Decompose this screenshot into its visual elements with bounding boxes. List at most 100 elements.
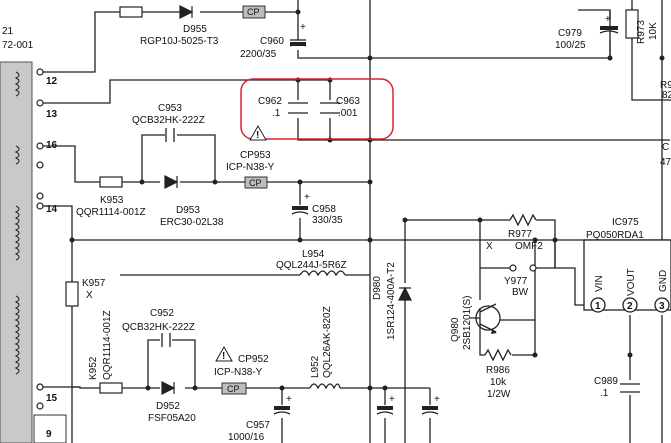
c958-ref: C958 (312, 204, 336, 215)
transformer-ref: 21 (2, 26, 14, 37)
edge-fragment-r9: R9 (660, 80, 671, 91)
c960-value: 2200/35 (240, 49, 277, 60)
resistor-k953 (99, 176, 123, 188)
ic-pin-1-num: 1 (595, 301, 601, 312)
k952-group: K952 QQR1114-001Z (88, 310, 123, 394)
svg-text:+: + (434, 394, 440, 405)
c962-c963-group: C962 .1 C963 .001 (240, 78, 394, 140)
c962-value: .1 (272, 108, 281, 119)
svg-text:+: + (304, 192, 310, 203)
k957-ref: K957 (82, 278, 106, 289)
bottom-caps: + + (376, 394, 440, 415)
c989-value: .1 (600, 388, 609, 399)
cp952-group: ! CP952 ICP-N38-Y CP (214, 345, 269, 395)
c953-group: C953 QCB32HK-222Z (132, 103, 205, 142)
trafo-pin-12 (36, 99, 44, 107)
c962-ref: C962 (258, 96, 282, 107)
l952-part: QQL26AK-820Z (322, 306, 333, 378)
edge-fragment-47: 47 (660, 157, 671, 168)
r973-ref: R973 (636, 20, 647, 44)
d980-ref: D980 (372, 276, 383, 300)
pin-12-label: 12 (46, 76, 58, 87)
c979-group: + C979 100/25 (555, 14, 619, 51)
k957-label: X (86, 290, 93, 301)
ic975-ref: IC975 (612, 217, 639, 228)
q980-ref: Q980 (450, 317, 461, 342)
cp952-part: ICP-N38-Y (214, 367, 263, 378)
trafo-pin-14a (36, 202, 44, 210)
l954-ref: L954 (302, 249, 325, 260)
k953-ref: K953 (100, 195, 124, 206)
c952-group: C952 QCB32HK-222Z (122, 308, 195, 347)
c989-ref: C989 (594, 376, 618, 387)
r986-power: 1/2W (487, 389, 511, 400)
d980-part: 1SR124-400A-T2 (386, 262, 397, 340)
cp953-part: ICP-N38-Y (226, 162, 275, 173)
winding-14 (14, 205, 20, 261)
ic-pin-1-name: VIN (594, 275, 605, 292)
winding-top (14, 71, 20, 97)
d955-ref: D955 (183, 24, 207, 35)
c953-part: QCB32HK-222Z (132, 115, 205, 126)
warning-icon (249, 124, 267, 141)
y977-group: Y977 BW (504, 264, 537, 298)
r977-label: X (486, 241, 493, 252)
d953-part: ERC30-02L38 (160, 217, 224, 228)
trafo-pin-15a (36, 383, 44, 391)
ic-pin-3-num: 3 (659, 301, 665, 312)
c979-ref: C979 (558, 28, 582, 39)
cp953-group: ! CP953 ICP-N38-Y CP (226, 124, 275, 189)
cp-top-label: CP (247, 7, 260, 17)
q980-group: Q980 2SB1201(S) (450, 296, 501, 350)
inductor-l952 (309, 383, 341, 390)
diode-d952 (161, 381, 176, 395)
c952-part: QCB32HK-222Z (122, 322, 195, 333)
trafo-pin-16b (36, 161, 44, 169)
d952-group: D952 FSF05A20 (148, 381, 196, 424)
ic-pin-2-name: VOUT (626, 268, 637, 296)
highlight-box (240, 78, 394, 140)
l954-part: QQL244J-5R6Z (276, 260, 347, 271)
r986-ref: R986 (486, 365, 510, 376)
svg-text:!: ! (222, 351, 225, 362)
d952-ref: D952 (156, 401, 180, 412)
d952-part: FSF05A20 (148, 413, 196, 424)
c958-value: 330/35 (312, 215, 343, 226)
c957-ref: C957 (246, 420, 270, 431)
k952-part: QQR1114-001Z (102, 310, 113, 380)
y977-part: BW (512, 287, 529, 298)
pin-9-label: 9 (46, 429, 52, 440)
diode-d953 (164, 175, 179, 189)
pin-13-label: 13 (46, 109, 58, 120)
trafo-pin-top (36, 68, 44, 76)
warning-icon-952 (215, 345, 233, 362)
r986-value: 10k (490, 377, 507, 388)
svg-text:+: + (389, 394, 395, 405)
svg-text:+: + (605, 14, 611, 25)
r977-ref: R977 (508, 229, 532, 240)
l952-ref: L952 (310, 355, 321, 378)
cp-952-label: CP (227, 384, 240, 394)
c960-group: + C960 2200/35 (240, 22, 307, 60)
ic-pin-3-name: GND (658, 270, 669, 292)
resistor-r977 (509, 213, 537, 227)
c957-group: + C957 1000/16 (228, 394, 292, 443)
transformer: 21 72-001 12 13 16 14 15 9 (0, 26, 67, 443)
diode-d955 (179, 5, 194, 19)
c960-plus: + (300, 22, 306, 33)
c960-ref: C960 (260, 36, 284, 47)
junctions (69, 9, 665, 391)
ic975-part: PQ050RDA1 (586, 230, 644, 241)
d955-group: D955 RGP10J-5025-T3 CP (119, 5, 266, 47)
c958-group: + C958 330/35 (291, 192, 343, 226)
pin-15-label: 15 (46, 393, 58, 404)
trafo-pin-15b (36, 402, 44, 410)
resistor-k957 (65, 281, 79, 307)
resistor-r973 (625, 9, 639, 39)
cp952-ref: CP952 (238, 354, 269, 365)
r977-part: OMF2 (515, 241, 543, 252)
edge-fragment-c: C (662, 142, 669, 153)
ic-pin-2-num: 2 (627, 301, 633, 312)
winding-16 (14, 145, 20, 165)
